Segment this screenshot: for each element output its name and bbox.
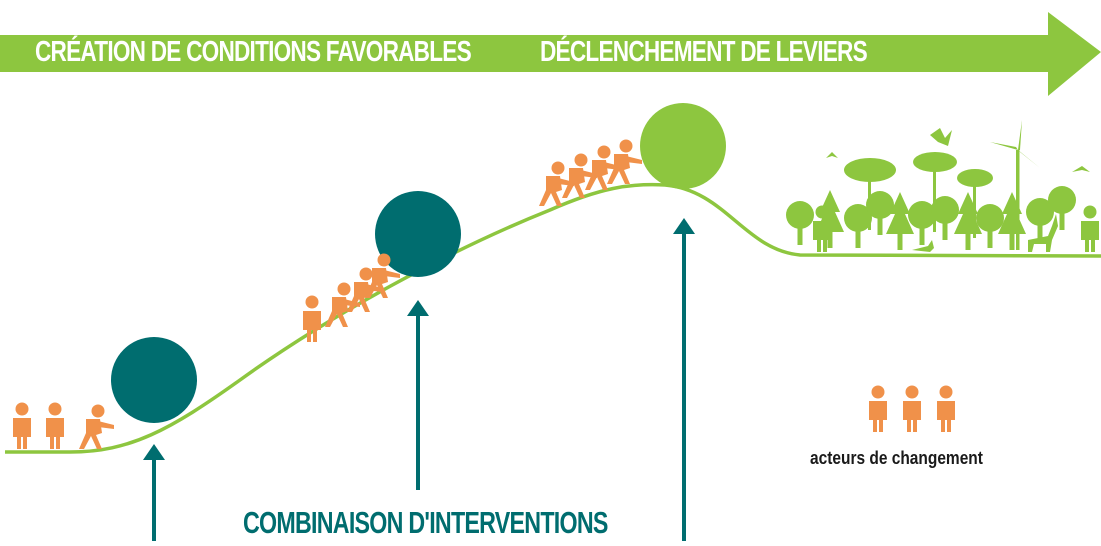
intervention-arrow-3 bbox=[673, 218, 695, 541]
forest-illustration bbox=[786, 120, 1099, 252]
ball-teal-low bbox=[111, 337, 197, 423]
ball-green-top bbox=[640, 103, 726, 189]
banner-arrow bbox=[0, 12, 1101, 96]
ball-teal-mid bbox=[375, 191, 461, 277]
people-group-icon bbox=[869, 385, 955, 432]
banner-label-levers: DÉCLENCHEMENT DE LEVIERS bbox=[540, 36, 868, 68]
legend-label: acteurs de changement bbox=[810, 448, 983, 468]
hill-curve bbox=[5, 182, 1101, 454]
people-group-mid bbox=[303, 253, 400, 342]
intervention-arrow-2 bbox=[407, 300, 429, 490]
intervention-arrow-1 bbox=[143, 444, 165, 541]
people-group-low bbox=[13, 402, 114, 449]
banner-label-conditions: CRÉATION DE CONDITIONS FAVORABLES bbox=[35, 36, 472, 68]
interventions-label: COMBINAISON D'INTERVENTIONS bbox=[243, 505, 608, 540]
